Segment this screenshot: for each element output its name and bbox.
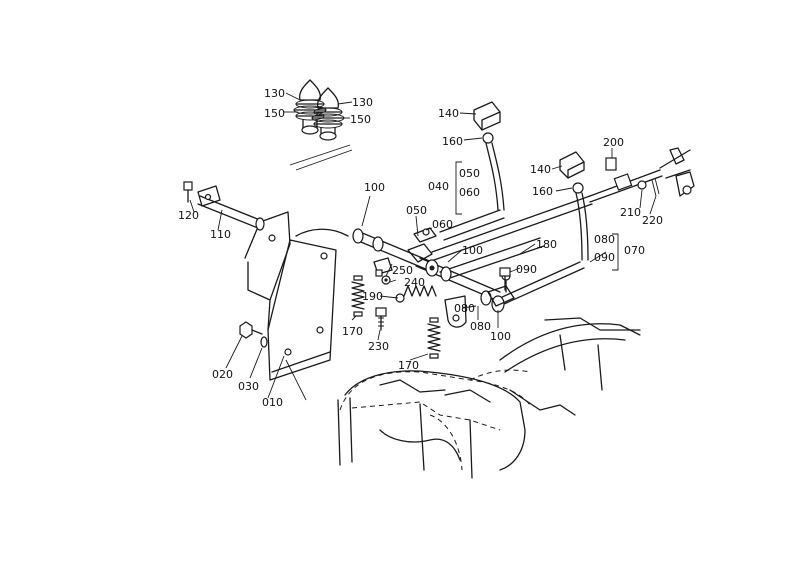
- group-bracket-070: [612, 233, 619, 271]
- callout-190: 190: [362, 290, 383, 303]
- callout-130b: 130: [352, 96, 373, 109]
- callout-020: 020: [212, 368, 233, 381]
- callout-100b: 100: [462, 244, 483, 257]
- callout-060b: 060: [432, 218, 453, 231]
- bolt-020-030: [239, 321, 268, 348]
- callout-170a: 170: [342, 325, 363, 338]
- group-bracket-040: [455, 161, 462, 215]
- pedal-bracket-right: [559, 151, 589, 261]
- callout-140b: 140: [530, 163, 551, 176]
- tractor-body-outline: [337, 317, 641, 479]
- leader-lines: [189, 92, 657, 401]
- side-plate-010: [244, 211, 349, 381]
- callout-030: 030: [238, 380, 259, 393]
- callout-080a: 080: [594, 233, 615, 246]
- callout-180: 180: [536, 238, 557, 251]
- callout-130a: 130: [264, 87, 285, 100]
- callout-200: 200: [603, 136, 624, 149]
- callout-150a: 150: [264, 107, 285, 120]
- spring-left: [351, 275, 365, 317]
- callout-100c: 100: [490, 330, 511, 343]
- callout-070: 070: [624, 244, 645, 257]
- callout-080b: 080: [454, 302, 475, 315]
- callout-120: 120: [178, 209, 199, 222]
- callout-010: 010: [262, 396, 283, 409]
- spring-center: [427, 317, 441, 359]
- callout-050a: 050: [459, 167, 480, 180]
- callout-170b: 170: [398, 359, 419, 372]
- callout-labels: 130 150 130 150 140 160 140 160 200 210 …: [178, 87, 663, 409]
- callout-230: 230: [368, 340, 389, 353]
- callout-090a: 090: [516, 263, 537, 276]
- callout-240: 240: [404, 276, 425, 289]
- linkage-end-right: [589, 147, 695, 203]
- callout-160a: 160: [442, 135, 463, 148]
- linkage-rods: [431, 195, 593, 305]
- knob-assembly-left: [293, 79, 327, 135]
- callout-090b: 090: [594, 251, 615, 264]
- callout-140a: 140: [438, 107, 459, 120]
- callout-150b: 150: [350, 113, 371, 126]
- callout-100a: 100: [364, 181, 385, 194]
- pedal-bracket-top: [473, 101, 505, 211]
- callout-110: 110: [210, 228, 231, 241]
- pivot-shaft-110: [183, 181, 265, 231]
- callout-060a: 060: [459, 186, 480, 199]
- knob-shaft-lines: [289, 144, 353, 171]
- callout-040: 040: [428, 180, 449, 193]
- callout-210: 210: [620, 206, 641, 219]
- callout-050b: 050: [406, 204, 427, 217]
- callout-160b: 160: [532, 185, 553, 198]
- callout-220: 220: [642, 214, 663, 227]
- callout-250: 250: [392, 264, 413, 277]
- bolt-230: [375, 307, 387, 331]
- callout-080c: 080: [470, 320, 491, 333]
